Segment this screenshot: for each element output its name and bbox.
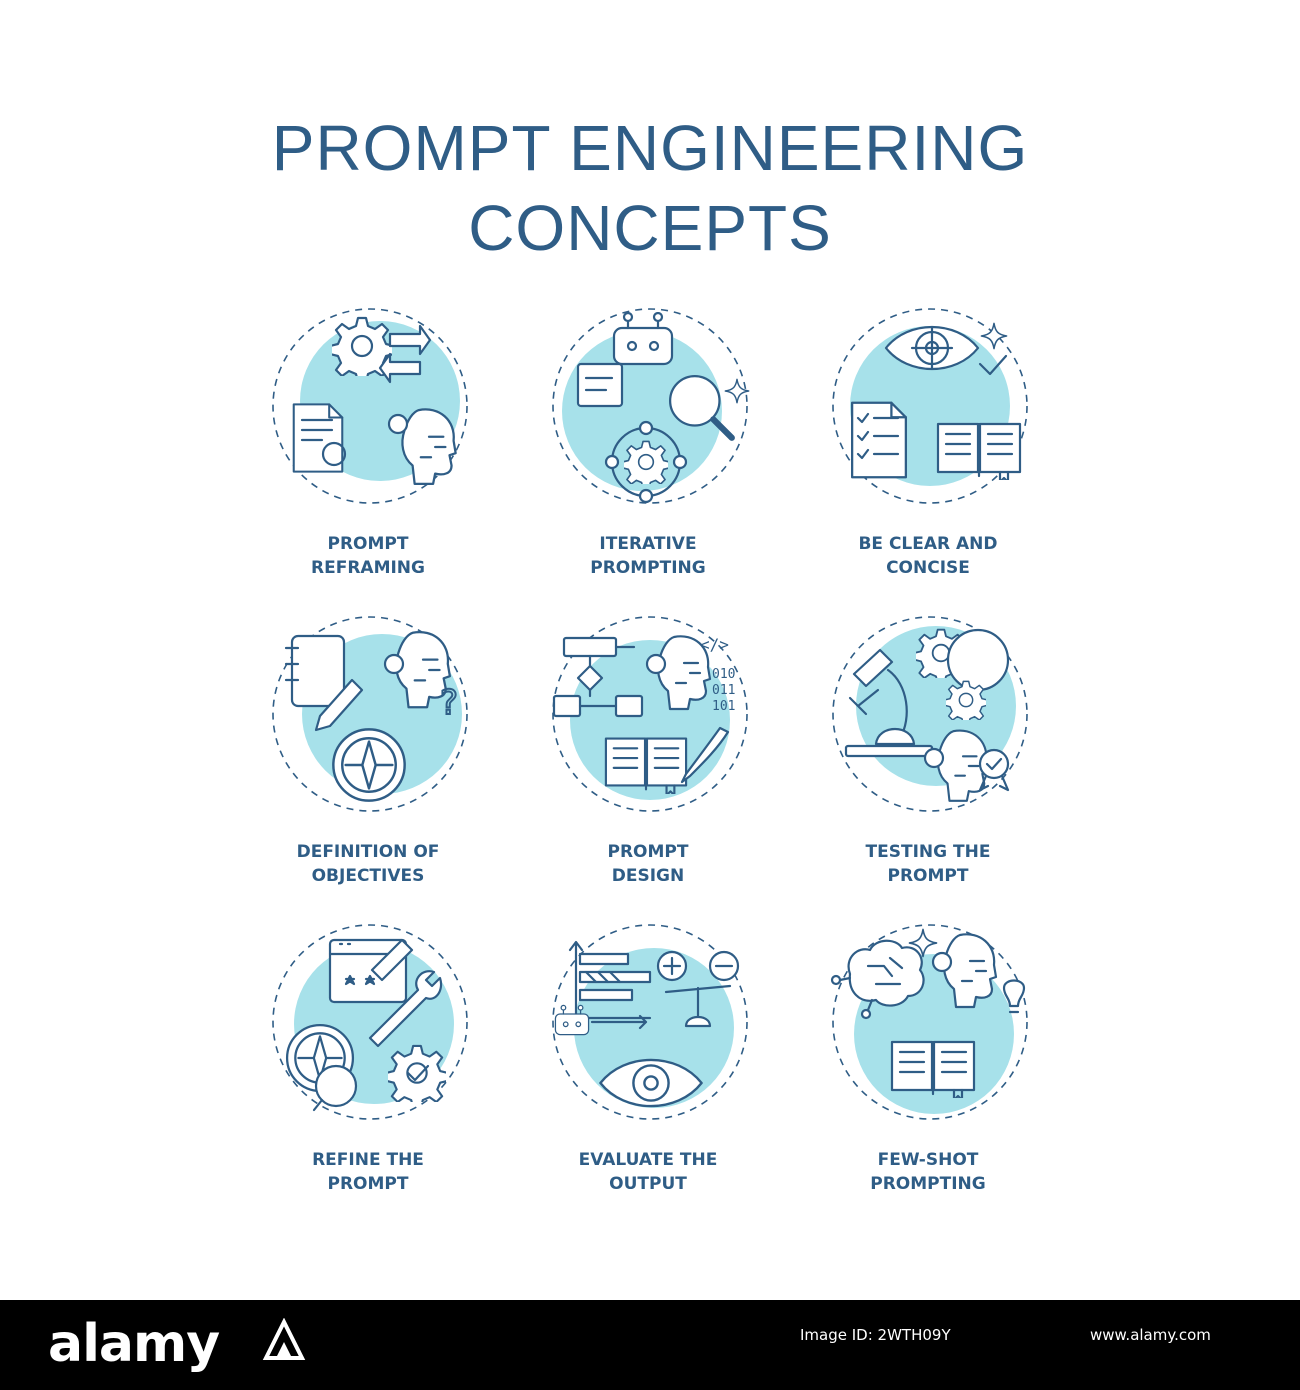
concept-card-testing-the-prompt: TESTING THE PROMPT xyxy=(778,614,1078,914)
gantt-scales-eye-robot-icon xyxy=(552,924,748,1120)
stock-footer: alamy Image ID: 2WTH09Y www.alamy.com xyxy=(0,1300,1300,1390)
svg-text:101: 101 xyxy=(712,699,735,714)
concept-label: PROMPT DESIGN xyxy=(607,842,689,886)
concept-card-definition-of-objectives: ? DEFINITION OF OBJECTIVES xyxy=(218,614,518,914)
concept-card-prompt-design: </> 010 011 101 PROMPT DESIGN xyxy=(498,614,798,914)
concept-label: REFINE THE PROMPT xyxy=(312,1150,424,1194)
concept-label: DEFINITION OF OBJECTIVES xyxy=(296,842,440,886)
concept-card-prompt-reframing: PROMPT REFRAMING xyxy=(218,306,518,606)
robot-magnifier-cycle-icon xyxy=(552,308,750,504)
concept-card-evaluate-the-output: EVALUATE THE OUTPUT xyxy=(498,922,798,1222)
concept-card-be-clear-and-concise: BE CLEAR AND CONCISE xyxy=(778,306,1078,606)
notebook-head-compass-icon: ? xyxy=(272,616,468,812)
stock-url: www.alamy.com xyxy=(1090,1326,1211,1344)
page-title: PROMPT ENGINEERING CONCEPTS xyxy=(0,108,1300,268)
microscope-gears-head-badge-icon xyxy=(832,616,1028,812)
concept-card-few-shot-prompting: FEW-SHOT PROMPTING xyxy=(778,922,1078,1222)
concept-card-iterative-prompting: ITERATIVE PROMPTING xyxy=(498,306,798,606)
concept-label: BE CLEAR AND CONCISE xyxy=(858,534,998,578)
concept-label: PROMPT REFRAMING xyxy=(311,534,425,578)
svg-text:</>: </> xyxy=(700,635,729,654)
concept-label: FEW-SHOT PROMPTING xyxy=(870,1150,986,1194)
concept-card-refine-the-prompt: REFINE THE PROMPT xyxy=(218,922,518,1222)
brain-head-bulb-book-icon xyxy=(830,924,1028,1120)
svg-text:010: 010 xyxy=(712,667,735,682)
svg-text:?: ? xyxy=(440,683,458,723)
title-line-2: CONCEPTS xyxy=(468,192,832,264)
eye-checklist-book-icon xyxy=(832,308,1028,504)
concept-label: TESTING THE PROMPT xyxy=(865,842,991,886)
concept-label: EVALUATE THE OUTPUT xyxy=(578,1150,718,1194)
gears-arrows-document-head-icon xyxy=(272,308,468,504)
flowchart-head-binary-book-icon: </> 010 011 101 xyxy=(552,616,748,812)
stock-image-id: Image ID: 2WTH09Y xyxy=(800,1326,951,1344)
alamy-logo: alamy xyxy=(48,1314,220,1374)
concept-label: ITERATIVE PROMPTING xyxy=(590,534,706,578)
title-line-1: PROMPT ENGINEERING xyxy=(271,112,1029,184)
svg-text:011: 011 xyxy=(712,683,735,698)
browser-wrench-compass-gear-icon xyxy=(272,924,468,1120)
alamy-logo-mark-icon xyxy=(262,1318,306,1360)
